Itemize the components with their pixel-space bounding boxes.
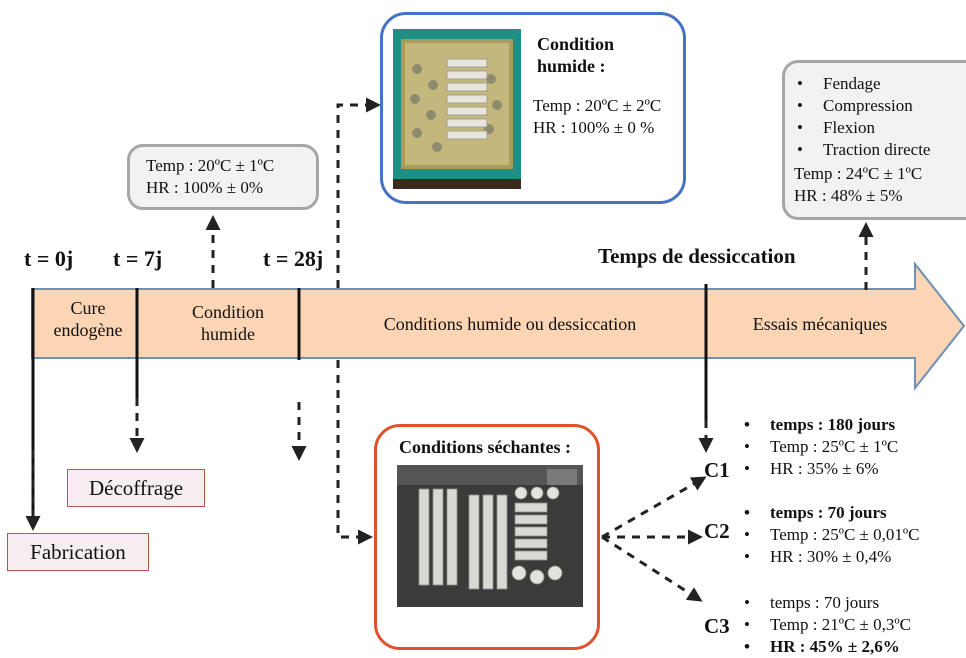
arrow-c1	[601, 476, 707, 539]
tests-hr: HR : 48% ± 5%	[794, 186, 903, 205]
fabrication-box: Fabrication	[7, 533, 149, 571]
marker-t28: t = 28j	[263, 246, 324, 271]
case-c3-label: C3	[704, 614, 730, 638]
arrow-humid-condition	[336, 97, 381, 288]
humid-temp: Temp : 20ºC ± 2ºC	[533, 96, 662, 115]
humid-values: Temp : 20ºC ± 2ºC HR : 100% ± 0 %	[533, 95, 661, 139]
case-c1-label: C1	[704, 458, 730, 482]
test-item: Fendage	[791, 73, 966, 95]
humid-hr: HR : 100% ± 0 %	[533, 118, 655, 137]
phase-mechanical-tests: Essais mécaniques	[752, 314, 888, 334]
case-c1-hr: HR : 35% ± 6%	[738, 458, 898, 480]
case-c3-temp: Temp : 21ºC ± 0,3ºC	[738, 614, 911, 636]
case-c2-hr: HR : 30% ± 0,4%	[738, 546, 920, 568]
case-c3-duration: temps : 70 jours	[738, 592, 911, 614]
phase-humid: Condition humide	[191, 302, 264, 344]
axis-title: Temps de dessiccation	[598, 244, 796, 268]
case-c1-duration: temps : 180 jours	[738, 414, 898, 436]
phase-humid-or-dessiccation: Conditions humide ou dessiccation	[383, 314, 637, 334]
case-c2-duration: temps : 70 jours	[738, 502, 920, 524]
phase-cure: Cure endogène	[53, 298, 123, 340]
case-c1-temp: Temp : 25ºC ± 1ºC	[738, 436, 898, 458]
tests-box: Fendage Compression Flexion Traction dir…	[782, 60, 966, 220]
specimens-on-shelf-photo	[397, 465, 583, 607]
case-c2-temp: Temp : 25ºC ± 0,01ºC	[738, 524, 920, 546]
marker-t0: t = 0j	[24, 246, 74, 271]
case-c3-hr: HR : 45% ± 2,6%	[738, 636, 911, 658]
cure-hr: HR : 100% ± 0%	[146, 178, 263, 197]
tests-list: Fendage Compression Flexion Traction dir…	[791, 73, 966, 161]
arrow-drying-condition	[336, 360, 373, 545]
tray-of-specimens-in-water-photo	[393, 29, 521, 189]
decoffrage-box: Décoffrage	[67, 469, 205, 507]
tests-values: Temp : 24ºC ± 1ºC HR : 48% ± 5%	[791, 163, 966, 207]
case-c3-list: temps : 70 jours Temp : 21ºC ± 0,3ºC HR …	[738, 592, 911, 658]
cure-conditions-box: Temp : 20ºC ± 1ºC HR : 100% ± 0%	[127, 144, 319, 210]
humid-title: Condition humide :	[537, 34, 615, 76]
test-item: Flexion	[791, 117, 966, 139]
cure-temp: Temp : 20ºC ± 1ºC	[146, 156, 275, 175]
humid-conditions-box: Condition humide : Temp : 20ºC ± 2ºC HR …	[380, 12, 686, 204]
case-c2-label: C2	[704, 519, 730, 543]
timeline-arrow	[31, 261, 966, 391]
test-item: Traction directe	[791, 139, 966, 161]
case-c1-list: temps : 180 jours Temp : 25ºC ± 1ºC HR :…	[738, 414, 898, 480]
marker-t7: t = 7j	[113, 246, 163, 271]
drying-conditions-box: Conditions séchantes :	[374, 424, 600, 650]
arrow-c3	[601, 535, 703, 602]
case-c2-list: temps : 70 jours Temp : 25ºC ± 0,01ºC HR…	[738, 502, 920, 568]
test-item: Compression	[791, 95, 966, 117]
tests-temp: Temp : 24ºC ± 1ºC	[794, 164, 923, 183]
drying-title: Conditions séchantes :	[399, 437, 572, 457]
